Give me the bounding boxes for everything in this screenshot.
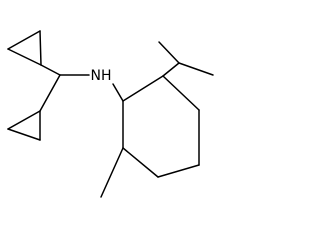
- molecule-structure: NH: [7, 30, 214, 198]
- bond: [7, 48, 42, 66]
- bond: [162, 75, 200, 111]
- cyclohexane-ring: [122, 75, 200, 178]
- nh-label: NH: [91, 68, 112, 84]
- bond: [158, 41, 180, 64]
- bond: [39, 30, 42, 66]
- methyl-bond: [100, 147, 124, 198]
- bond: [157, 164, 200, 178]
- bond: [39, 74, 61, 112]
- cyclopropyl-ring-bottom: [7, 110, 41, 141]
- structure-canvas: NH: [7, 30, 214, 198]
- bond: [162, 62, 180, 77]
- bond: [122, 147, 159, 178]
- cyclopropyl-ring-top: [7, 30, 42, 66]
- bond: [7, 110, 41, 130]
- bond: [7, 30, 41, 50]
- bond: [178, 62, 214, 76]
- bond: [112, 83, 124, 102]
- methine-linker: [39, 64, 90, 112]
- bond: [7, 128, 41, 141]
- isopropyl-group: [158, 41, 214, 77]
- bond: [122, 75, 164, 102]
- bond: [40, 64, 61, 76]
